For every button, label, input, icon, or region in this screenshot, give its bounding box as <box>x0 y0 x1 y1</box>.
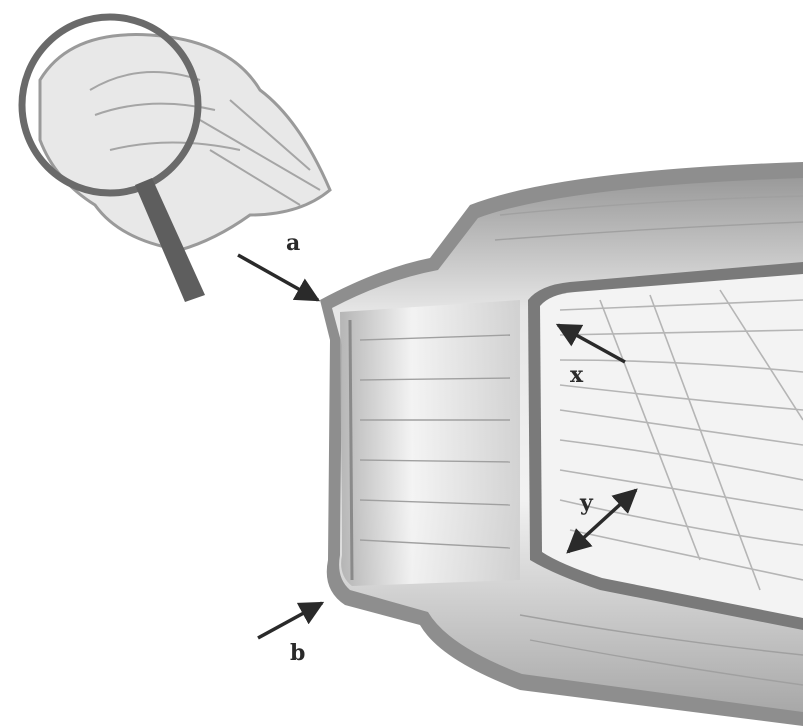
arrow-a <box>238 255 318 300</box>
magnified-detail <box>22 17 330 302</box>
label-y: y <box>579 490 594 516</box>
arrow-b <box>258 603 322 638</box>
label-x: x <box>570 362 584 388</box>
structure-body <box>320 162 803 726</box>
label-b: b <box>290 640 305 666</box>
label-a: a <box>286 230 300 256</box>
inner-cavity <box>540 274 803 618</box>
end-face-line <box>350 320 352 580</box>
